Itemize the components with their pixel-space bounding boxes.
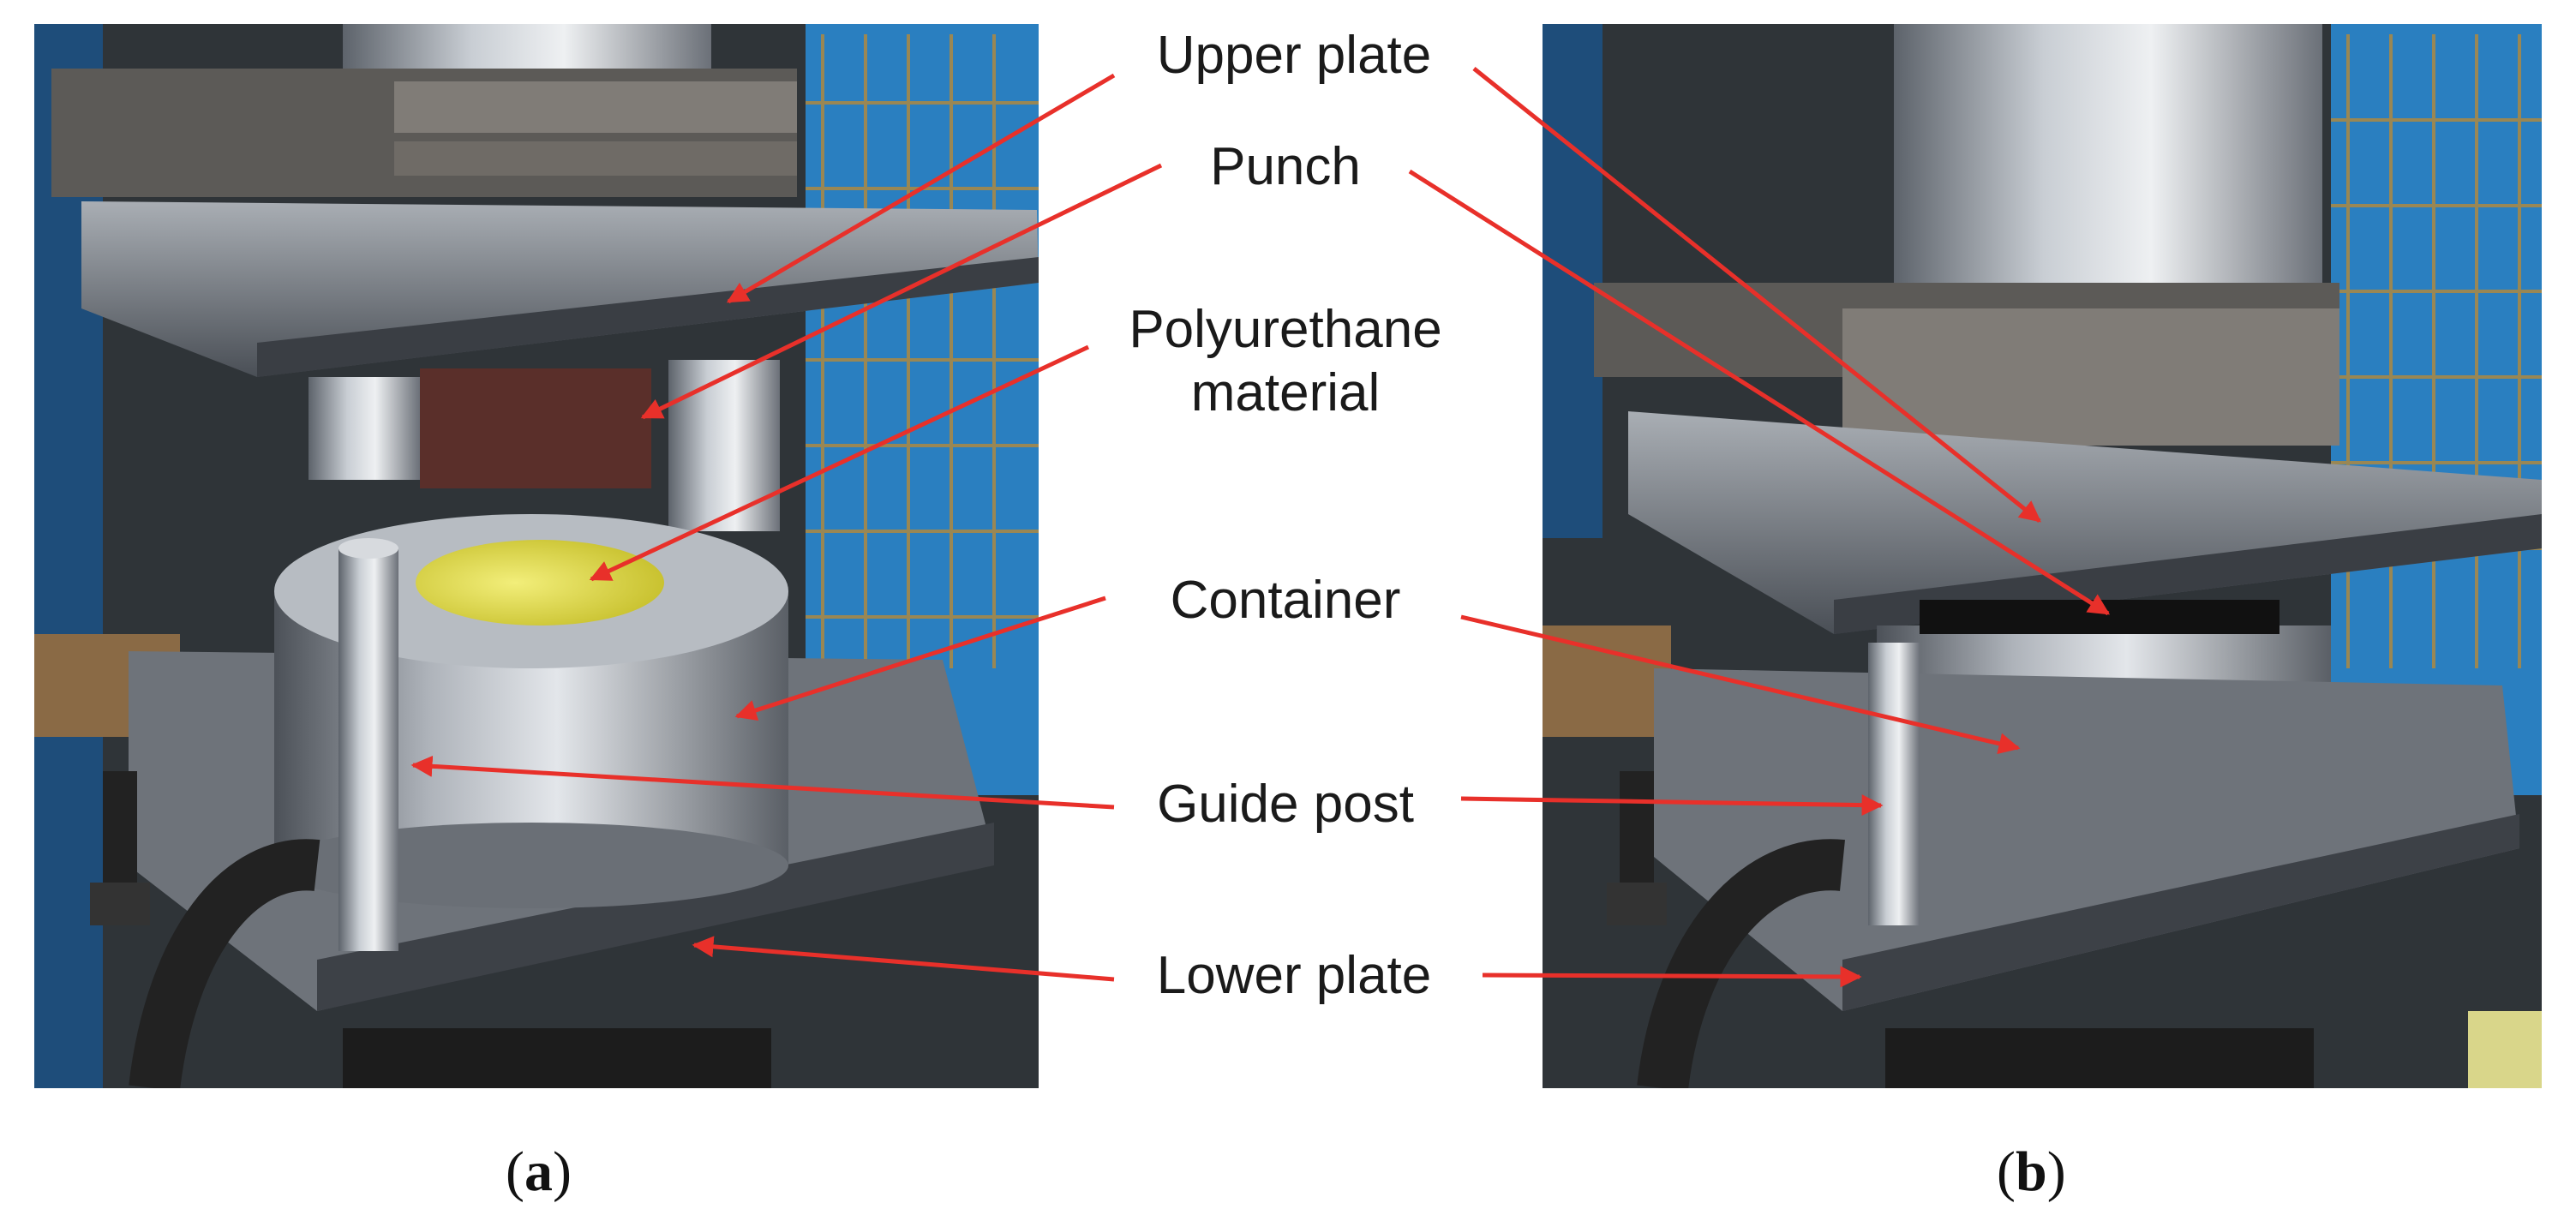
arrow-punch-a [640, 163, 1163, 420]
label-lower-plate: Lower plate [1156, 946, 1432, 1005]
caption-b-letter: b [2015, 1140, 2047, 1203]
label-polyurethane-line1: Polyurethane [1129, 300, 1442, 359]
label-container: Container [1170, 571, 1401, 630]
arrow-punch-b [1408, 169, 2111, 616]
label-guide-post: Guide post [1157, 775, 1414, 834]
arrow-lower-plate-b [1482, 966, 1862, 988]
annotation-arrows [410, 67, 2111, 988]
arrow-lower-plate-a [692, 936, 1115, 982]
label-upper-plate: Upper plate [1156, 26, 1432, 85]
label-punch: Punch [1210, 137, 1361, 196]
caption-a-letter: a [524, 1140, 553, 1203]
arrow-container-a [734, 596, 1106, 721]
arrow-guide-post-a [410, 755, 1115, 810]
photo-panel-a [34, 24, 1039, 1088]
caption-b-close: ) [2046, 1140, 2066, 1203]
caption-a-open: ( [506, 1140, 524, 1203]
caption-a-close: ) [552, 1140, 572, 1203]
photo-panel-b [1543, 24, 2542, 1088]
caption-panel-b: (b) [1997, 1140, 2066, 1205]
label-polyurethane-line2: material [1190, 363, 1381, 422]
label-polyurethane: Polyurethane material [1063, 298, 1508, 425]
arrow-upper-plate-b [1472, 67, 2041, 523]
caption-panel-a: (a) [506, 1140, 572, 1205]
arrow-guide-post-b [1460, 794, 1884, 817]
arrow-container-b [1460, 614, 2021, 755]
arrow-upper-plate-a [726, 73, 1116, 304]
caption-b-open: ( [1997, 1140, 2016, 1203]
arrow-polyurethane-a [589, 344, 1090, 582]
